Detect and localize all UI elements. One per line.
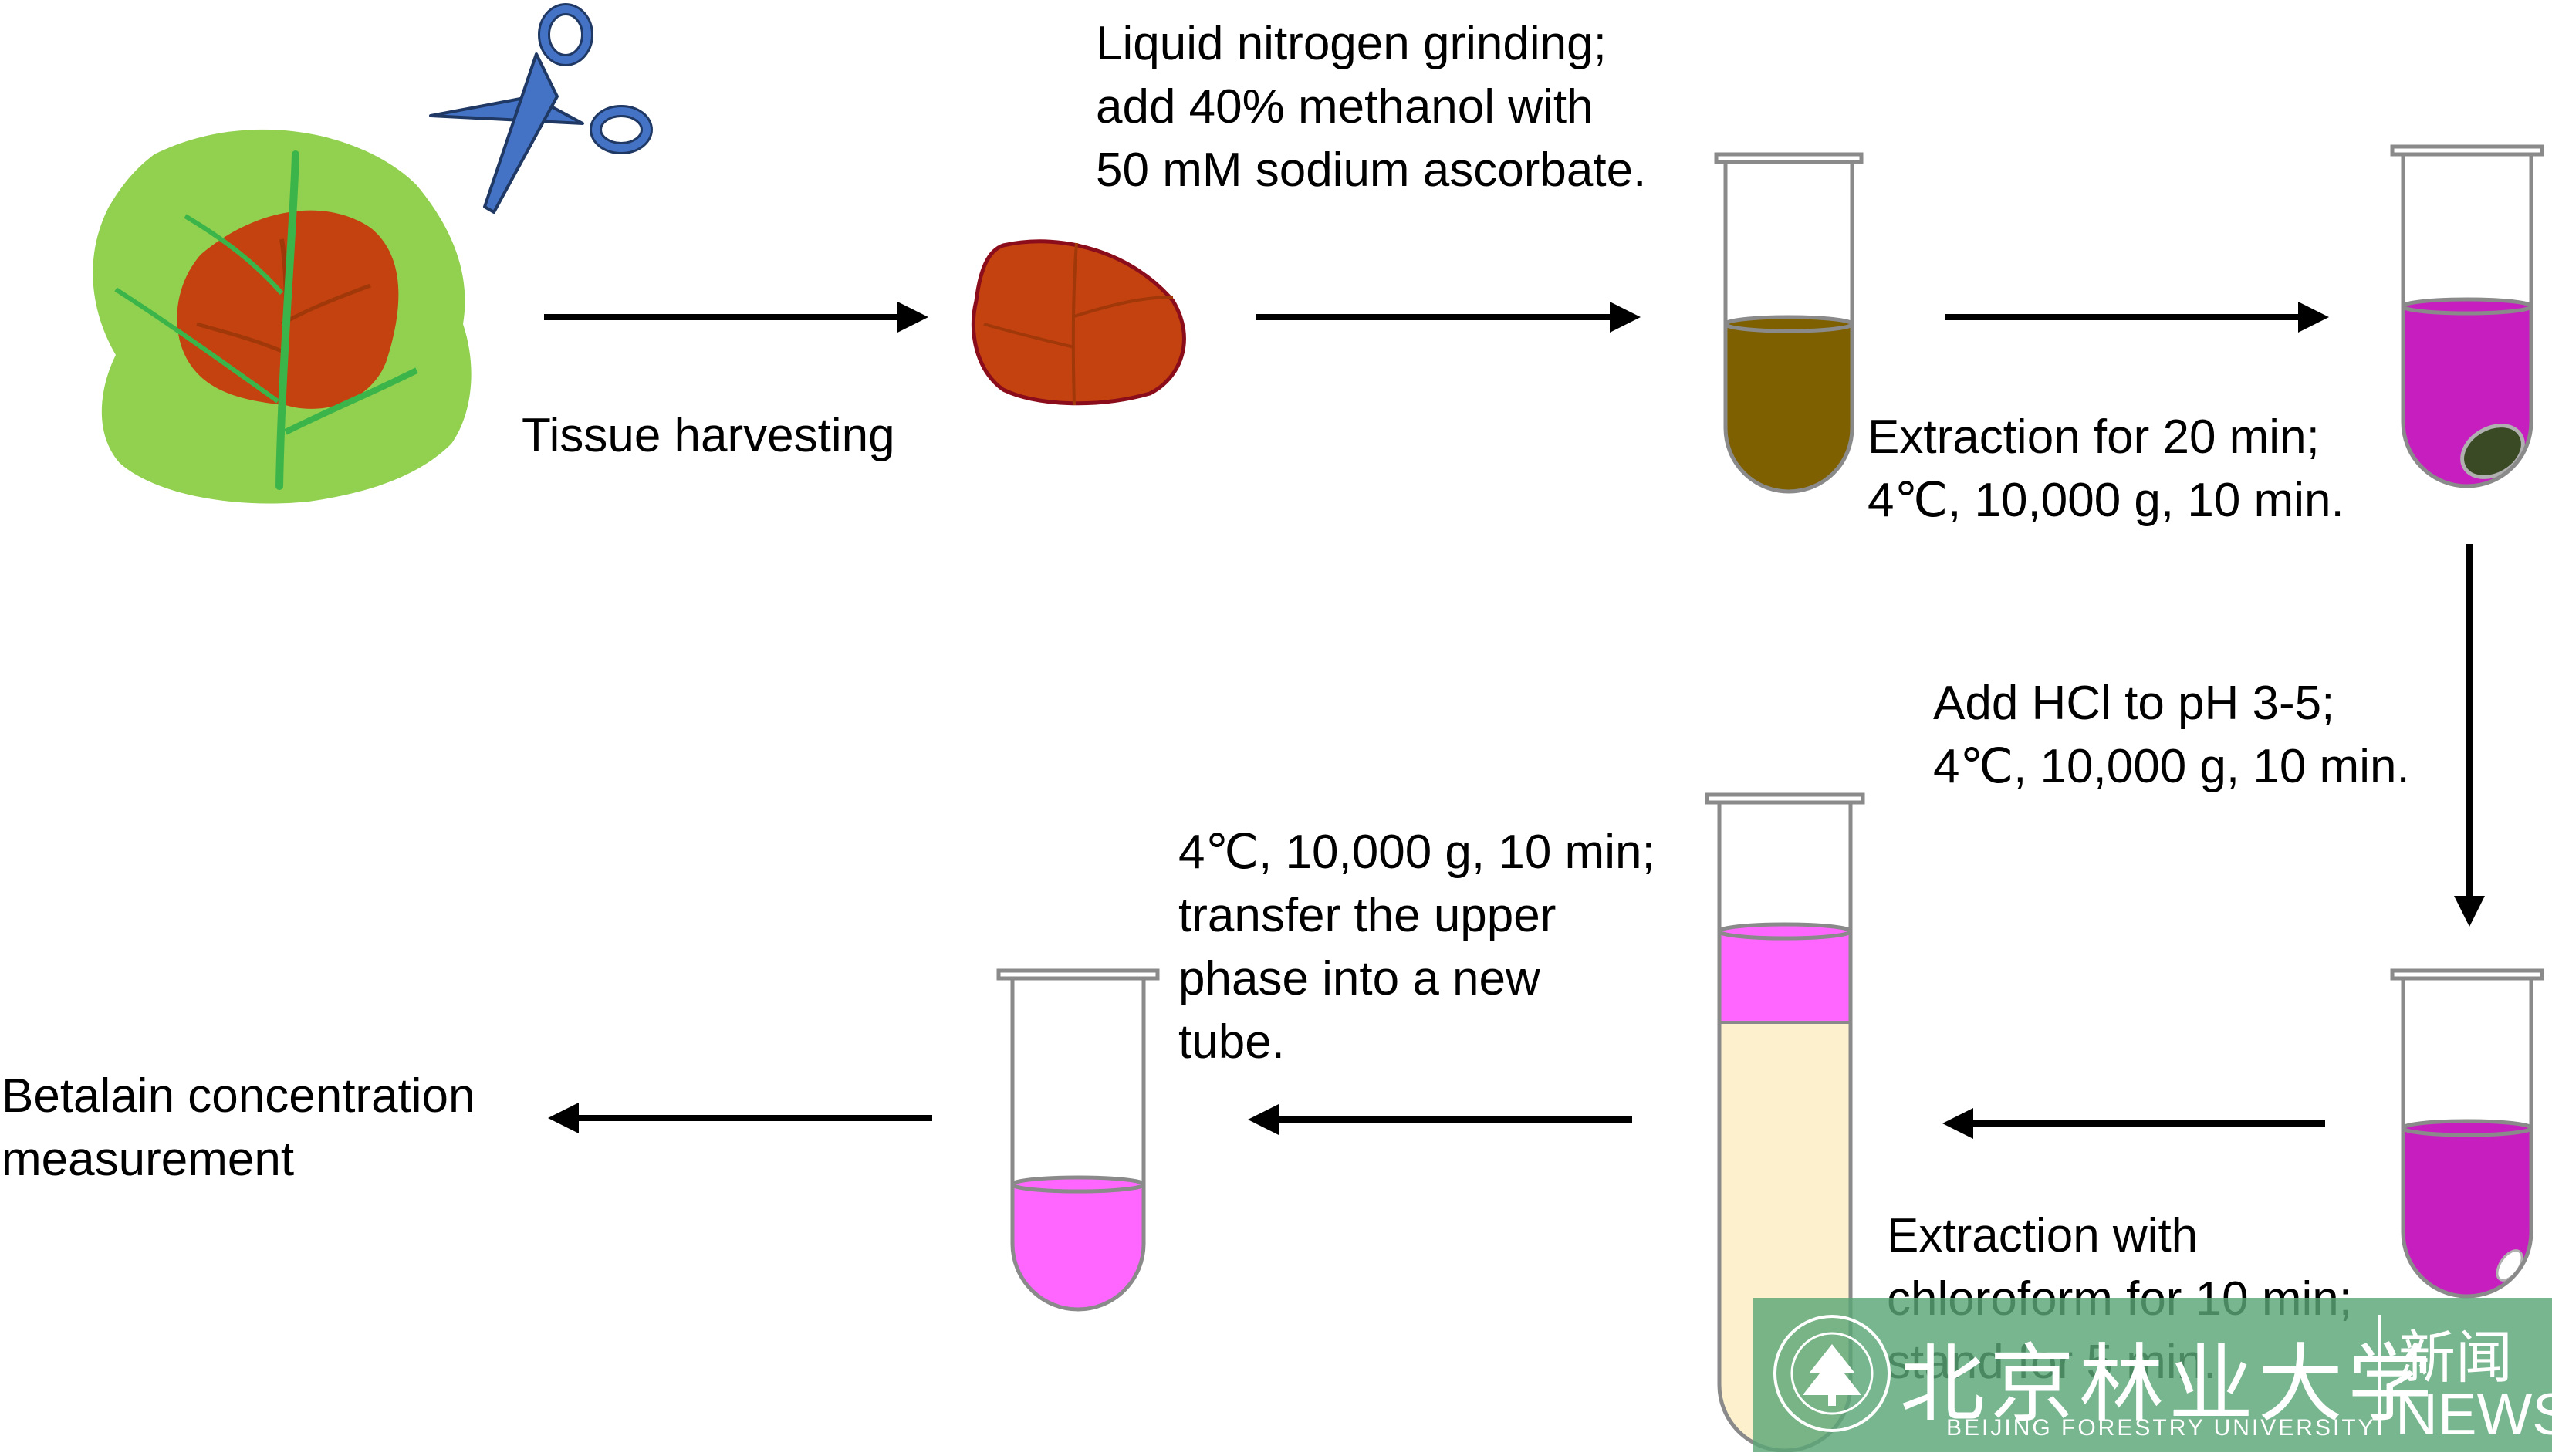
watermark-divider bbox=[2378, 1315, 2381, 1435]
tube-betalain-extract-pellet bbox=[2390, 144, 2544, 488]
tube-upper-phase bbox=[996, 968, 1160, 1312]
label-transfer-upper-phase: 4℃, 10,000 g, 10 min; transfer the upper… bbox=[1178, 826, 1655, 1069]
tube-acidified-extract bbox=[2390, 968, 2544, 1299]
whole-leaf-icon bbox=[93, 129, 472, 504]
watermark-news-en: NEWS bbox=[2395, 1382, 2552, 1448]
label-betalain-measurement: Betalain concentration measurement bbox=[2, 1069, 475, 1186]
tube-crude-extract bbox=[1714, 152, 1864, 494]
watermark-banner: 北京林业大学 BEIJING FORESTRY UNIVERSITY 新闻 NE… bbox=[1753, 1298, 2552, 1452]
university-seal-icon bbox=[1773, 1315, 1891, 1432]
label-tissue-harvesting: Tissue harvesting bbox=[522, 409, 895, 462]
watermark-university-name-cn: 北京林业大学 bbox=[1900, 1335, 2437, 1434]
harvested-tissue-icon bbox=[971, 239, 1186, 406]
label-grinding: Liquid nitrogen grinding; add 40% methan… bbox=[1096, 17, 1647, 197]
watermark-news-cn: 新闻 bbox=[2398, 1325, 2513, 1391]
watermark-university-name-en: BEIJING FORESTRY UNIVERSITY bbox=[1946, 1415, 2376, 1441]
label-extraction-centrifuge: Extraction for 20 min; 4℃, 10,000 g, 10 … bbox=[1868, 410, 2344, 527]
label-hcl-acidify: Add HCl to pH 3-5; 4℃, 10,000 g, 10 min. bbox=[1933, 677, 2410, 793]
scissors-icon bbox=[429, 3, 653, 214]
